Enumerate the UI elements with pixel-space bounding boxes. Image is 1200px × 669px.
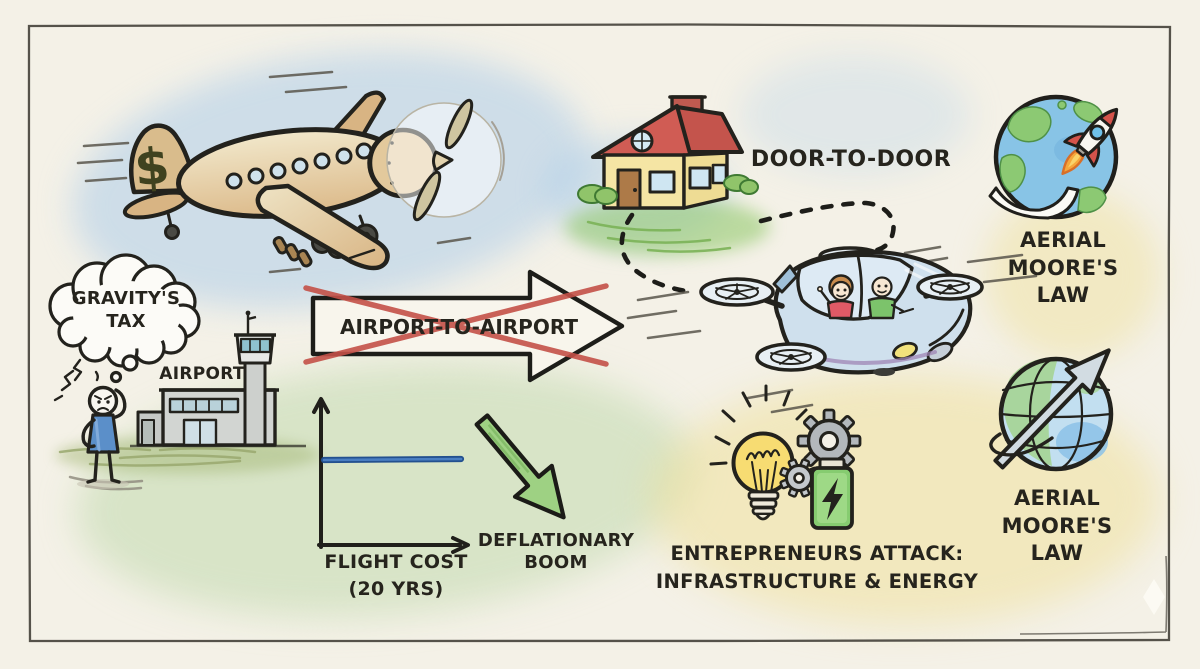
- gravitys-tax-line1: GRAVITY'S: [71, 288, 181, 309]
- aerial-top-line1: AERIAL: [1019, 228, 1106, 252]
- airplane-icon: $: [76, 70, 505, 274]
- red-x-icon: [303, 283, 609, 367]
- big-right-arrow-icon: [303, 269, 625, 383]
- aerial-bottom-line1: AERIAL: [1013, 486, 1100, 510]
- gravitys-tax-line2: TAX: [106, 311, 146, 333]
- gear-icon: [796, 408, 862, 474]
- aerial-moores-law-bottom-label: AERIAL MOORE'S LAW: [1002, 485, 1113, 568]
- deflationary-boom-label: DEFLATIONARY BOOM: [478, 530, 634, 573]
- earth-rocket-icon: [988, 94, 1119, 220]
- bushes: [577, 174, 759, 205]
- frustrated-person-icon: [53, 358, 129, 489]
- flight-cost-label: FLIGHT COST (20 YRS): [324, 549, 467, 602]
- plane-windows: [225, 142, 373, 190]
- earth-land: [999, 100, 1107, 214]
- idea-energy-icons: [709, 384, 862, 530]
- airport-building-icon: [130, 310, 306, 448]
- airport-label: AIRPORT: [159, 364, 245, 384]
- door-to-door-label: DOOR-TO-DOOR: [750, 147, 952, 172]
- passengers: [816, 274, 915, 320]
- flying-car-icon: [626, 245, 1038, 414]
- aerial-top-line2: MOORE'S: [1007, 255, 1119, 280]
- yellow-wash-right: [985, 190, 1160, 360]
- speed-lines: [76, 70, 472, 274]
- aerial-bottom-line2: MOORE'S: [1001, 513, 1113, 538]
- entrepreneurs-line1: ENTREPRENEURS ATTACK:: [670, 542, 964, 565]
- entrepreneurs-label: ENTREPRENEURS ATTACK: INFRASTRUCTURE & E…: [656, 540, 978, 596]
- aerial-bottom-line3: LAW: [1030, 541, 1084, 566]
- rotors: [699, 273, 984, 372]
- flight-cost-line1: FLIGHT COST: [324, 551, 468, 573]
- aerial-moores-law-top-label: AERIAL MOORE'S LAW: [1008, 227, 1119, 310]
- aerial-top-line3: LAW: [1036, 283, 1090, 308]
- deflationary-line2: BOOM: [524, 551, 588, 573]
- entrepreneurs-line2: INFRASTRUCTURE & ENERGY: [655, 570, 979, 594]
- sparkle-icon: [1143, 579, 1165, 615]
- deflationary-arrow-icon: [474, 413, 566, 520]
- sky-wash-right: [740, 55, 970, 175]
- globe-growth-arrow-icon: [989, 348, 1114, 472]
- airport-to-airport-label: AIRPORT-TO-AIRPORT: [340, 315, 578, 339]
- sketch-border: [27, 23, 1172, 643]
- lightbulb-icon: [709, 384, 808, 521]
- control-tower-icon: [234, 310, 276, 447]
- house-icon: [577, 95, 759, 210]
- stress-marks: [53, 358, 99, 402]
- flight-cost-chart-icon: [312, 397, 470, 554]
- battery-icon: [810, 457, 854, 530]
- rocket: [1061, 107, 1119, 176]
- deflationary-line1: DEFLATIONARY: [477, 530, 635, 551]
- thought-bubble-icon: [48, 253, 201, 384]
- dollar-sign: $: [132, 137, 172, 198]
- flight-cost-line2: (20 YRS): [348, 577, 444, 600]
- gravitys-tax-label: GRAVITY'S TAX: [72, 287, 180, 333]
- dashed-route-icon: [619, 200, 896, 294]
